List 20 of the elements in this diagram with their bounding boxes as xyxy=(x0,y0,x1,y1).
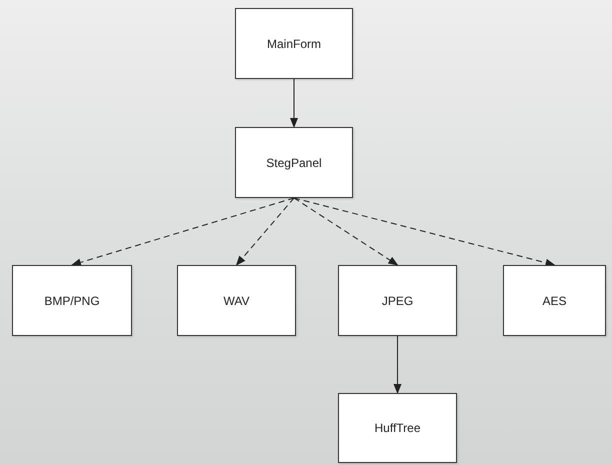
class-box xyxy=(338,265,457,336)
class-name: WAV xyxy=(224,294,250,308)
class-name: MainForm xyxy=(266,36,321,50)
arrow xyxy=(290,78,298,128)
class-box xyxy=(235,127,353,198)
arrow xyxy=(294,198,556,267)
class-name: JPEG xyxy=(382,294,414,308)
class-box xyxy=(235,8,353,79)
class-name: AES xyxy=(542,294,566,308)
class-box xyxy=(338,393,457,463)
class-name: HuffTree xyxy=(374,421,421,435)
class-name: BMP/PNG xyxy=(44,294,100,308)
class-box xyxy=(177,265,296,336)
arrow xyxy=(71,198,294,266)
arrow xyxy=(294,198,398,266)
class-box xyxy=(503,265,606,336)
arrow xyxy=(394,336,402,394)
arrow xyxy=(236,198,294,266)
class-box xyxy=(12,265,132,336)
class-name: StegPanel xyxy=(266,156,322,170)
